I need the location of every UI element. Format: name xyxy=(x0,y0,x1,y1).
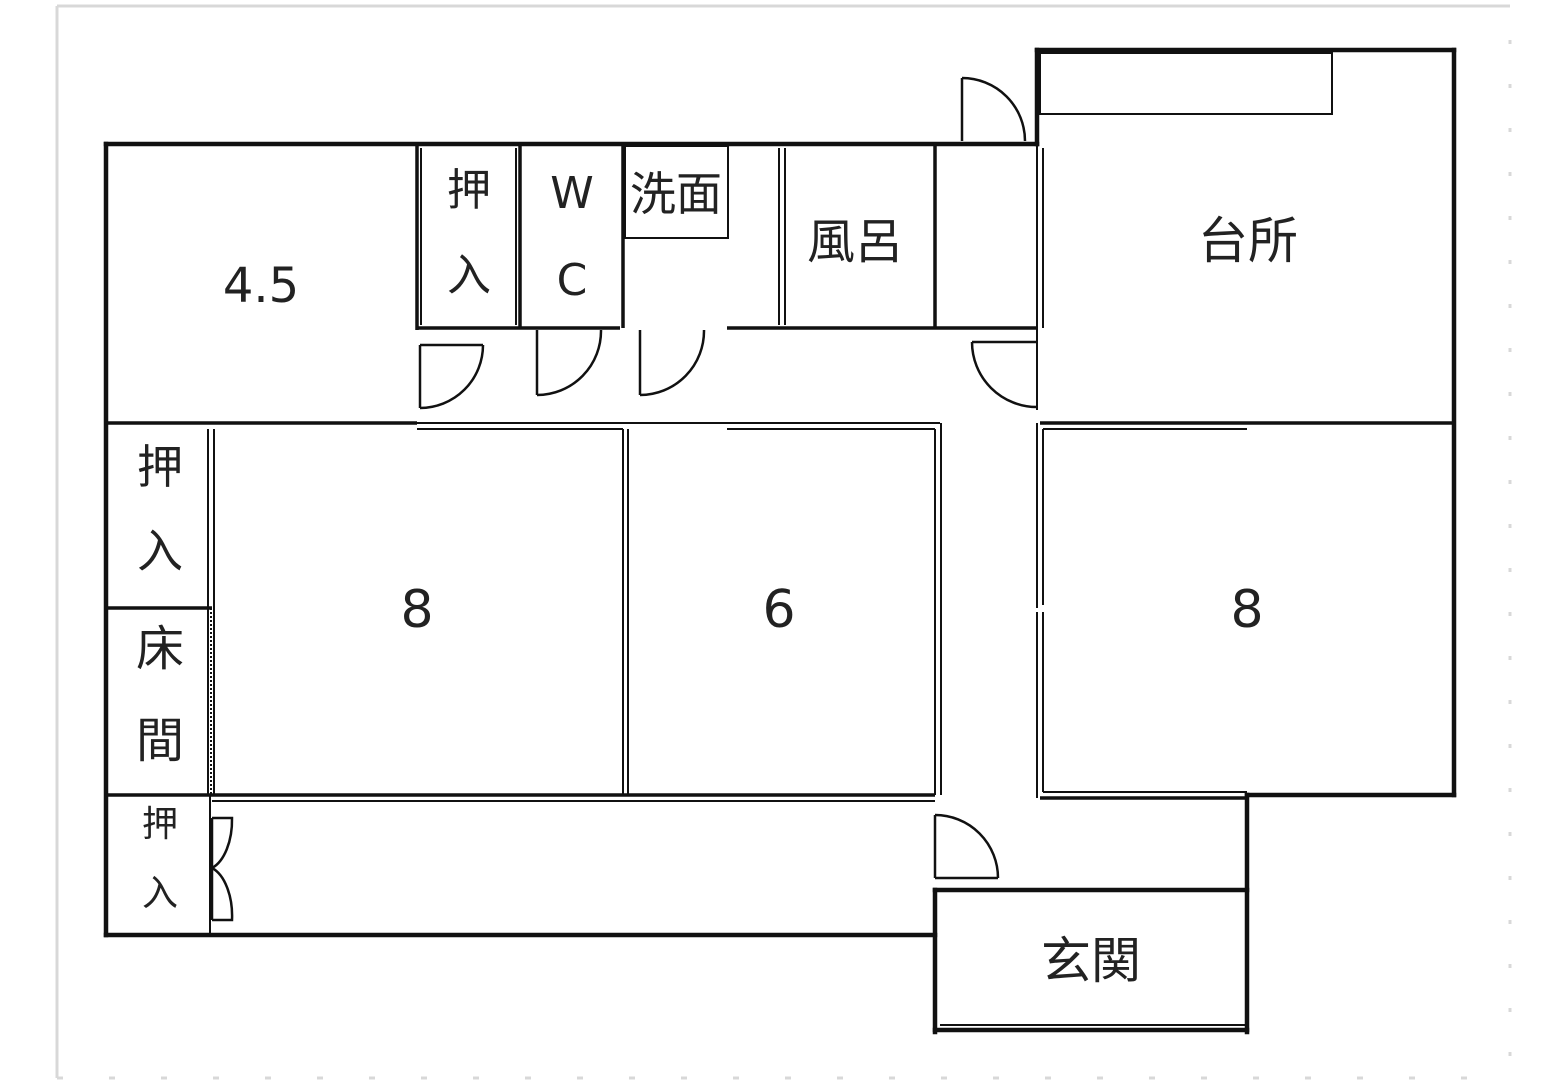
label-kitchen: 台所 xyxy=(1198,212,1298,270)
label-room-6: 6 xyxy=(762,580,795,640)
door-swing-wc xyxy=(535,329,603,397)
label-bath: 風呂 xyxy=(807,214,903,270)
label-closet-left-1: 押 xyxy=(137,440,183,494)
label-tokonoma-2: 間 xyxy=(136,713,184,769)
label-tokonoma-1: 床 xyxy=(136,621,184,677)
door-swing-kitchen xyxy=(970,340,1038,409)
door-swing-entrance xyxy=(933,813,1000,880)
label-closet-top-1: 押 xyxy=(447,165,491,216)
page-frame xyxy=(55,4,1512,1080)
label-wc-1: W xyxy=(550,168,594,219)
label-closet-bottom-2: 入 xyxy=(142,873,178,914)
door-swing-washroom xyxy=(638,329,706,397)
label-wc-2: C xyxy=(557,255,588,306)
exterior-walls xyxy=(103,47,1457,1035)
washbasin-counter xyxy=(624,145,729,239)
partitions xyxy=(207,144,1248,1026)
kitchen-counter xyxy=(1039,52,1333,115)
label-room-8-right: 8 xyxy=(1230,580,1263,640)
label-washroom: 洗面 xyxy=(630,167,722,221)
interior-walls xyxy=(106,144,1454,800)
label-room-8-left: 8 xyxy=(400,580,433,640)
label-entrance: 玄関 xyxy=(1041,932,1141,990)
doors xyxy=(210,76,1038,922)
label-closet-top-2: 入 xyxy=(447,250,491,301)
door-swing-closet xyxy=(418,343,485,410)
label-room-4-5: 4.5 xyxy=(223,258,299,314)
room-labels: 4.5 押 入 W C 洗面 風呂 台所 押 入 床 間 8 6 8 押 入 玄… xyxy=(136,165,1298,990)
door-swing-back xyxy=(960,76,1027,142)
fixtures xyxy=(624,52,1333,239)
door-swing-closet-bottom xyxy=(210,816,234,922)
label-closet-left-2: 入 xyxy=(137,524,183,578)
label-closet-bottom-1: 押 xyxy=(142,804,178,845)
